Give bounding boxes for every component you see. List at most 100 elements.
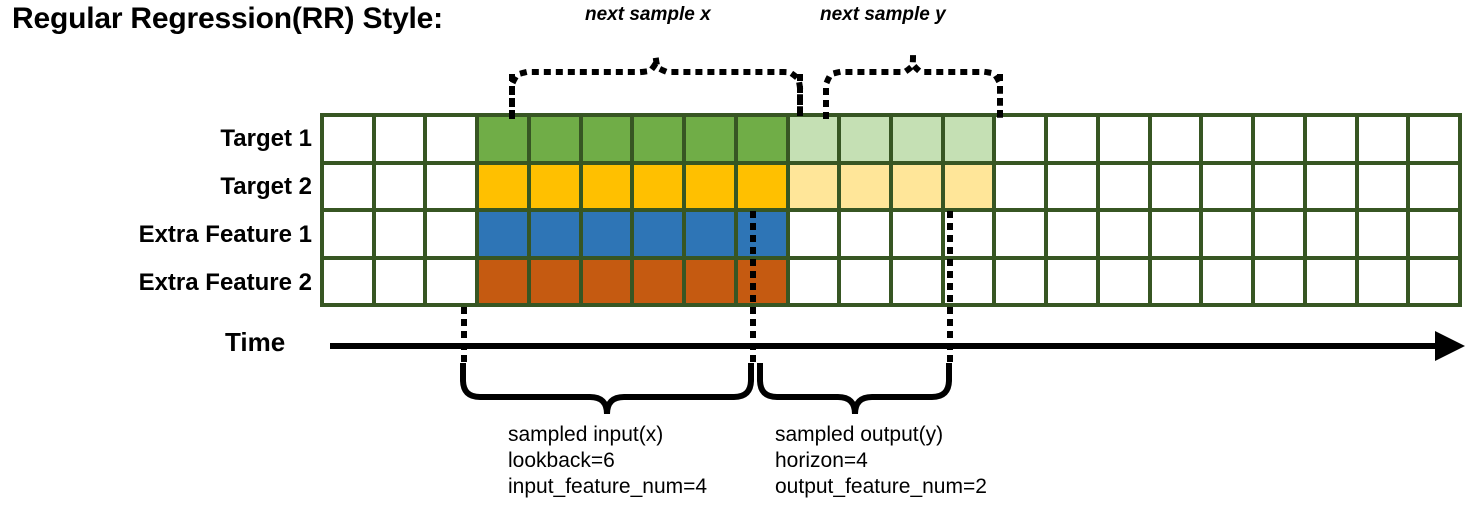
grid-cell-r2-c1	[324, 164, 372, 208]
guide-dotted-output-end-mid	[947, 211, 953, 307]
grid-cell-r4-c5	[530, 259, 579, 303]
grid-cell-r1-c18	[1203, 117, 1252, 161]
grid-cell-r4-c16	[1099, 259, 1148, 303]
row-label-extra-feature-2: Extra Feature 2	[138, 269, 312, 296]
grid-cell-r4-c3	[427, 259, 476, 303]
grid-cell-r1-c3	[427, 117, 476, 161]
grid-cell-r1-c14	[996, 117, 1045, 161]
grid-cell-r2-c17	[1151, 164, 1200, 208]
grid-cell-r2-c14	[996, 164, 1045, 208]
guide-dotted-input-start-top	[509, 74, 515, 116]
grid-cell-r3-c5	[530, 212, 579, 256]
caption-input-lookback: lookback=6	[508, 449, 615, 472]
brace-next-sample-y	[823, 57, 1003, 119]
grid-cell-r2-c15	[1048, 164, 1096, 208]
brace-sampled-input	[460, 363, 754, 415]
grid-cell-r2-c21	[1358, 164, 1407, 208]
grid-cell-r2-c11	[841, 164, 889, 208]
caption-output-horizon: horizon=4	[775, 449, 868, 472]
grid-cell-r2-c7	[634, 164, 683, 208]
row-label-target-1: Target 1	[220, 125, 312, 152]
grid-cell-r3-c1	[324, 212, 372, 256]
timeseries-grid	[320, 113, 1462, 307]
grid-cell-r1-c17	[1151, 117, 1200, 161]
grid-cell-r1-c8	[686, 117, 734, 161]
grid-cell-r4-c22	[1410, 259, 1458, 303]
grid-cell-r1-c2	[375, 117, 424, 161]
annotation-next-sample-y: next sample y	[820, 4, 946, 25]
guide-dotted-input-end-mid	[750, 211, 756, 307]
grid-cell-r1-c20	[1306, 117, 1355, 161]
grid-cell-r2-c6	[582, 164, 631, 208]
grid-cell-r4-c10	[789, 259, 838, 303]
row-label-list: Target 1 Target 2 Extra Feature 1 Extra …	[0, 115, 312, 307]
grid-cell-r2-c16	[1099, 164, 1148, 208]
caption-sampled-output: sampled output(y) horizon=4 output_featu…	[775, 422, 987, 500]
grid-cell-r3-c9	[737, 212, 786, 256]
grid-cell-r3-c11	[841, 212, 889, 256]
grid-cell-r3-c15	[1048, 212, 1096, 256]
grid-cell-r2-c5	[530, 164, 579, 208]
grid-cell-r2-c20	[1306, 164, 1355, 208]
caption-input-feature-num: input_feature_num=4	[508, 475, 708, 498]
grid-cell-r3-c6	[582, 212, 631, 256]
grid-cell-r3-c12	[892, 212, 941, 256]
grid-cell-r4-c7	[634, 259, 683, 303]
grid-cell-r1-c6	[582, 117, 631, 161]
grid-cell-r4-c11	[841, 259, 889, 303]
grid-cell-r4-c6	[582, 259, 631, 303]
grid-cell-r1-c7	[634, 117, 683, 161]
page-title: Regular Regression(RR) Style:	[12, 2, 443, 35]
grid-cell-r4-c15	[1048, 259, 1096, 303]
grid-cell-r4-c4	[479, 259, 527, 303]
row-label-target-2: Target 2	[220, 173, 312, 200]
grid-cell-r4-c21	[1358, 259, 1407, 303]
grid-cell-r3-c7	[634, 212, 683, 256]
guide-dotted-output-end-bottom	[947, 307, 953, 363]
guide-dotted-output-end-top	[997, 74, 1003, 116]
grid-cell-r1-c16	[1099, 117, 1148, 161]
grid-cell-r3-c21	[1358, 212, 1407, 256]
grid-cell-r3-c10	[789, 212, 838, 256]
grid-cell-r1-c19	[1255, 117, 1303, 161]
grid-cell-r4-c12	[892, 259, 941, 303]
grid-cell-r3-c2	[375, 212, 424, 256]
grid-cell-r2-c10	[789, 164, 838, 208]
grid-cell-r3-c14	[996, 212, 1045, 256]
grid-cell-r3-c18	[1203, 212, 1252, 256]
grid-cell-r1-c1	[324, 117, 372, 161]
grid-cell-r3-c4	[479, 212, 527, 256]
grid-cell-r4-c20	[1306, 259, 1355, 303]
annotation-next-sample-x: next sample x	[585, 4, 711, 25]
grid-cell-r4-c1	[324, 259, 372, 303]
grid-cell-r2-c22	[1410, 164, 1458, 208]
grid-cell-r3-c19	[1255, 212, 1303, 256]
grid-cell-r3-c16	[1099, 212, 1148, 256]
grid-cell-r2-c8	[686, 164, 734, 208]
grid-cell-r3-c22	[1410, 212, 1458, 256]
grid-cell-r2-c19	[1255, 164, 1303, 208]
grid-cell-r2-c9	[737, 164, 786, 208]
brace-next-sample-x	[509, 57, 803, 119]
grid-cell-r2-c2	[375, 164, 424, 208]
time-axis-line	[330, 343, 1450, 349]
caption-output-title: sampled output(y)	[775, 423, 944, 446]
grid-cell-r4-c18	[1203, 259, 1252, 303]
brace-sampled-output	[757, 363, 952, 415]
grid-cell-r3-c17	[1151, 212, 1200, 256]
grid-cell-r3-c20	[1306, 212, 1355, 256]
grid-cell-r2-c4	[479, 164, 527, 208]
grid-cell-r2-c3	[427, 164, 476, 208]
grid-cell-r4-c2	[375, 259, 424, 303]
grid-cell-r1-c15	[1048, 117, 1096, 161]
guide-dotted-input-end-bottom	[750, 307, 756, 363]
grid-cell-r4-c19	[1255, 259, 1303, 303]
grid-cell-r2-c18	[1203, 164, 1252, 208]
time-axis-arrow-icon	[1435, 331, 1465, 361]
grid-cell-r1-c13	[944, 117, 993, 161]
grid-cell-r1-c4	[479, 117, 527, 161]
guide-dotted-input-end-top	[797, 74, 803, 116]
grid-cell-r1-c10	[789, 117, 838, 161]
grid-cell-r4-c17	[1151, 259, 1200, 303]
caption-input-title: sampled input(x)	[508, 423, 664, 446]
